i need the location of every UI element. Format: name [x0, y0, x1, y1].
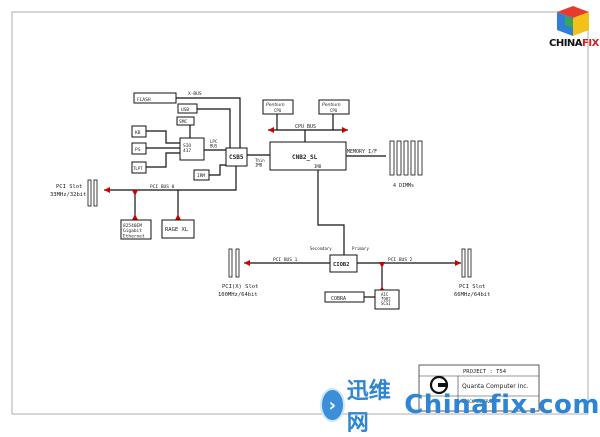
cpu2-block: [318, 99, 350, 115]
secondary-label: Secondary: [310, 246, 332, 251]
pci-bus0-label: PCI BUS 0: [150, 184, 175, 190]
rage-label: RAGE XL: [165, 227, 189, 233]
ps-label: PS: [135, 147, 141, 153]
cpu1-sub: CPU: [274, 108, 282, 113]
cobra-label: COBRA: [331, 296, 346, 302]
sio-block: [179, 137, 205, 161]
title-block: PROJECT : T54 Quanta Computer Inc. BLOCK…: [418, 364, 540, 412]
pci-left-label: PCI Slot: [56, 184, 83, 190]
ps-block: [131, 142, 147, 155]
doc-label: BLOCK DIAGRAMS: [462, 399, 496, 404]
cpu2-brand: Pentium: [322, 102, 341, 108]
watermark-badge-icon: ›: [322, 390, 343, 420]
pci-left-spec: 33MHz/32bit: [50, 192, 86, 198]
smc-block: [176, 116, 195, 126]
pcix2-spec: 66MHz/64bit: [454, 292, 490, 298]
nic-block: [120, 219, 152, 240]
blocks: [120, 92, 400, 310]
cobra-block: [324, 291, 365, 303]
dimms-label: 4 DIMMs: [393, 183, 414, 189]
usb-label: USB: [181, 107, 189, 113]
cpu2-sub: CPU: [330, 108, 338, 113]
pci-bus1-label: PCI BUS 1: [273, 257, 298, 263]
irm-label: IRM: [197, 173, 205, 179]
cnb-label: CNB2_SL: [292, 154, 318, 161]
chinafix-logo-text: CHINAFIX: [549, 38, 599, 49]
pcix1-spec: 100MHz/64bit: [218, 292, 258, 298]
xbus-label: X-BUS: [188, 91, 202, 97]
cnb-block: [269, 141, 347, 171]
project-label: PROJECT : T54: [463, 369, 507, 375]
cioc-block: [329, 254, 358, 273]
tlpt-block: [131, 161, 147, 174]
scsi-block: [374, 289, 400, 310]
tlpt-label: TLPT: [133, 166, 143, 171]
primary-label: Primary: [352, 246, 369, 251]
irm-block: [193, 169, 210, 181]
cpu-bus-label: CPU BUS: [295, 124, 316, 130]
cpu1-brand: Pentium: [266, 102, 285, 108]
flash-label: FLASH: [137, 97, 151, 103]
memory-label: MEMORY I/F: [347, 149, 377, 155]
rage-block: [161, 219, 195, 239]
csb5-block: [225, 147, 248, 167]
pcix1-label: PCI(X) Slot: [222, 284, 258, 290]
usb-block: [177, 103, 198, 114]
sheet-border: [11, 11, 589, 415]
flash-block: [133, 92, 177, 104]
watermark: › 迅维网 Chinafix.com: [322, 379, 600, 436]
kb-label: KB: [135, 130, 141, 136]
dimm-slots: [389, 140, 423, 176]
chinafix-logo-icon: [557, 6, 589, 36]
cioc-label: CIOB2: [333, 262, 350, 268]
pcix2-label: PCI Slot: [459, 284, 486, 290]
imb-label: IMB: [314, 164, 322, 169]
watermark-en: Chinafix.com: [404, 390, 600, 420]
csb5-label: CSB5: [229, 154, 244, 161]
pci-bus2-label: PCI BUS 2: [388, 257, 413, 263]
watermark-cn: 迅维网: [346, 379, 391, 436]
company-label: Quanta Computer Inc.: [462, 383, 529, 390]
kb-block: [131, 125, 147, 138]
pci-slots: [87, 179, 472, 278]
smc-label: SMC: [179, 119, 187, 125]
wires: [104, 97, 461, 298]
cpu1-block: [262, 99, 294, 115]
